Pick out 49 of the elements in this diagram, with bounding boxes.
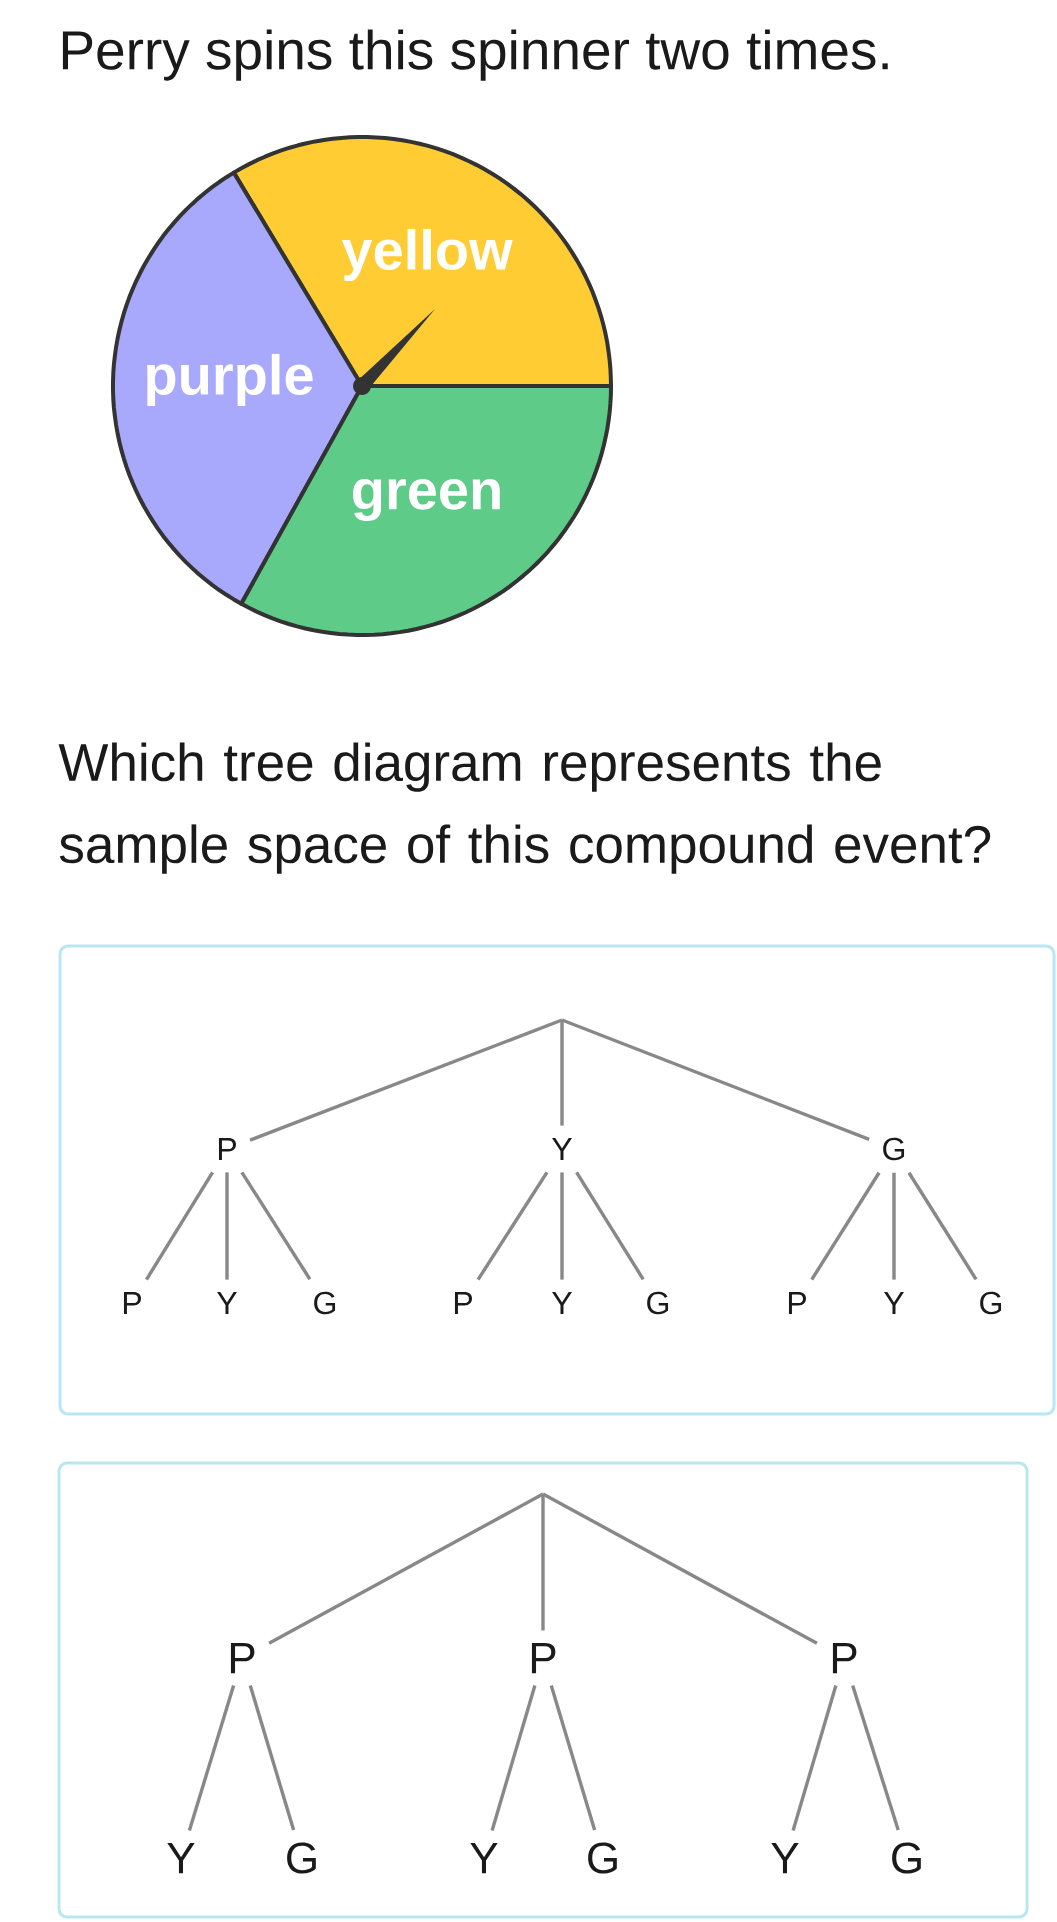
answer-card bbox=[57, 1461, 1029, 1919]
branch-line bbox=[225, 1172, 229, 1280]
slice-label: yellow bbox=[341, 228, 513, 282]
outcome-label: Y bbox=[552, 1138, 572, 1160]
outcome-label: Y bbox=[552, 1292, 572, 1314]
branch-line bbox=[560, 1020, 564, 1126]
branch-line bbox=[490, 1685, 537, 1831]
branch-line bbox=[561, 1018, 870, 1141]
slice-label: purple bbox=[147, 353, 313, 407]
outcome-label: P bbox=[454, 1292, 472, 1314]
outcome-label: P bbox=[218, 1138, 236, 1160]
branch-line bbox=[249, 1018, 563, 1142]
outcome-label: Y bbox=[771, 1842, 799, 1874]
outcome-label: Y bbox=[884, 1292, 904, 1314]
question-text: Which tree diagram represents the sample space of this compound event? bbox=[58, 742, 991, 874]
question-text: Perry spins this spinner two times. bbox=[62, 29, 888, 81]
outcome-label: G bbox=[287, 1842, 316, 1874]
outcome-label: Y bbox=[217, 1292, 237, 1314]
outcome-label: G bbox=[314, 1291, 336, 1315]
branch-line bbox=[560, 1172, 564, 1280]
branch-line bbox=[851, 1685, 900, 1831]
branch-line bbox=[240, 1171, 312, 1281]
branch-line bbox=[541, 1494, 545, 1631]
branch-line bbox=[549, 1685, 597, 1831]
branch-line bbox=[187, 1685, 236, 1831]
branch-line bbox=[907, 1171, 978, 1281]
branch-line bbox=[791, 1685, 838, 1831]
outcome-label: P bbox=[531, 1642, 556, 1674]
answer-card bbox=[58, 944, 1056, 1416]
branch-line bbox=[248, 1685, 296, 1831]
slice-label: green bbox=[353, 479, 500, 521]
outcome-label: G bbox=[892, 1842, 921, 1874]
branch-line bbox=[145, 1171, 214, 1281]
outcome-label: Y bbox=[470, 1842, 498, 1874]
branch-line bbox=[810, 1171, 881, 1281]
branch-line bbox=[476, 1171, 549, 1281]
outcome-label: P bbox=[788, 1292, 806, 1314]
outcome-label: G bbox=[980, 1291, 1002, 1315]
outcome-label: G bbox=[647, 1291, 669, 1315]
outcome-label: P bbox=[832, 1642, 857, 1674]
branch-line bbox=[542, 1492, 818, 1645]
outcome-label: G bbox=[883, 1137, 905, 1161]
branch-line bbox=[575, 1171, 645, 1281]
outcome-label: P bbox=[123, 1292, 141, 1314]
outcome-label: G bbox=[588, 1842, 617, 1874]
outcome-label: Y bbox=[167, 1842, 195, 1874]
branch-line bbox=[268, 1492, 544, 1645]
branch-line bbox=[892, 1172, 896, 1280]
outcome-label: P bbox=[230, 1642, 255, 1674]
